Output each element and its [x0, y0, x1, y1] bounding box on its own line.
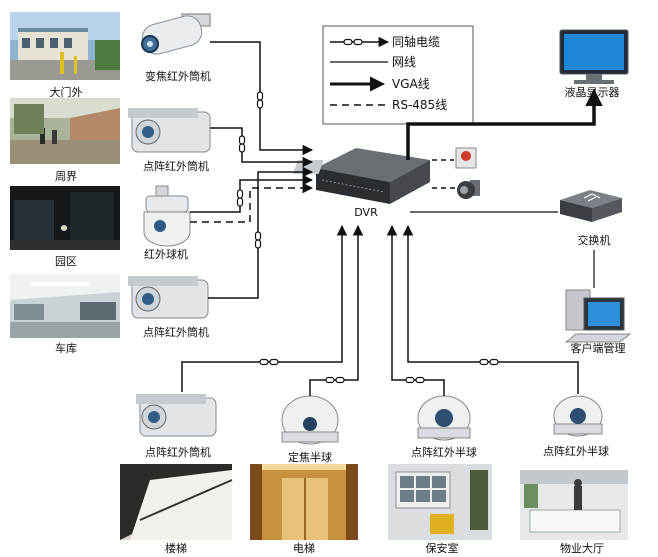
legend-vga-label: VGA线 [392, 77, 430, 91]
fixed-dome-label: 定焦半球 [288, 450, 332, 464]
dot-ir-bullet-2-label: 点阵红外筒机 [143, 325, 209, 339]
coax-connectors [236, 91, 499, 384]
dot-ir-bullet-camera-icon[interactable] [128, 276, 209, 319]
dvr-icon[interactable] [292, 148, 430, 204]
dot-ir-dome-camera-icon[interactable] [553, 395, 603, 437]
photo-perimeter-label: 周界 [55, 170, 77, 183]
zoom-ir-bullet-label: 变焦红外筒机 [145, 69, 211, 83]
dot-ir-bullet-3-label: 点阵红外筒机 [145, 445, 211, 459]
lcd-label: 液晶显示器 [565, 85, 620, 99]
dot-ir-dome-1-label: 点阵红外半球 [411, 445, 477, 459]
switch-label: 交换机 [578, 233, 611, 247]
lcd-monitor-icon[interactable] [559, 29, 629, 84]
zoom-ir-bullet-camera-icon[interactable] [139, 13, 211, 58]
network-switch-icon[interactable] [560, 190, 622, 222]
photo-elevator-label: 电梯 [293, 542, 315, 555]
dvr-label: DVR [354, 206, 378, 219]
legend: 同轴电缆 网线 VGA线 RS-485线 [322, 25, 474, 125]
legend-coax-label: 同轴电缆 [392, 34, 440, 49]
client-label: 客户端管理 [571, 341, 626, 355]
dot-ir-bullet-1-label: 点阵红外筒机 [143, 159, 209, 173]
photo-stairs-label: 楼梯 [165, 541, 187, 555]
legend-rs485-label: RS-485线 [392, 98, 447, 112]
dot-ir-dome-camera-icon[interactable] [417, 395, 471, 441]
ir-dome-label: 红外球机 [144, 247, 188, 261]
photo-guard-room-label: 保安室 [426, 541, 459, 555]
photo-park-label: 园区 [55, 255, 77, 268]
siren-icon[interactable] [457, 180, 480, 199]
photo-garage-label: 车库 [55, 341, 77, 355]
photo-gate-label: 大门外 [50, 85, 83, 99]
fixed-dome-camera-icon[interactable] [281, 395, 339, 445]
photo-perimeter [10, 98, 120, 164]
photo-garage [10, 274, 120, 338]
ir-speed-dome-camera-icon[interactable] [143, 185, 191, 247]
dot-ir-dome-2-label: 点阵红外半球 [543, 444, 609, 458]
alarm-button-icon[interactable] [455, 147, 477, 169]
photo-park [10, 186, 120, 250]
photo-gate [10, 12, 120, 80]
photo-elevator [250, 464, 358, 540]
dot-ir-bullet-camera-icon[interactable] [136, 394, 217, 437]
client-pc-icon[interactable] [564, 289, 632, 343]
photo-stairs [120, 464, 233, 540]
legend-network-label: 网线 [392, 55, 416, 69]
photo-guard-room [388, 464, 492, 540]
dot-ir-bullet-camera-icon[interactable] [128, 108, 211, 153]
photo-lobby-label: 物业大厅 [560, 541, 604, 555]
photo-lobby [520, 470, 628, 540]
